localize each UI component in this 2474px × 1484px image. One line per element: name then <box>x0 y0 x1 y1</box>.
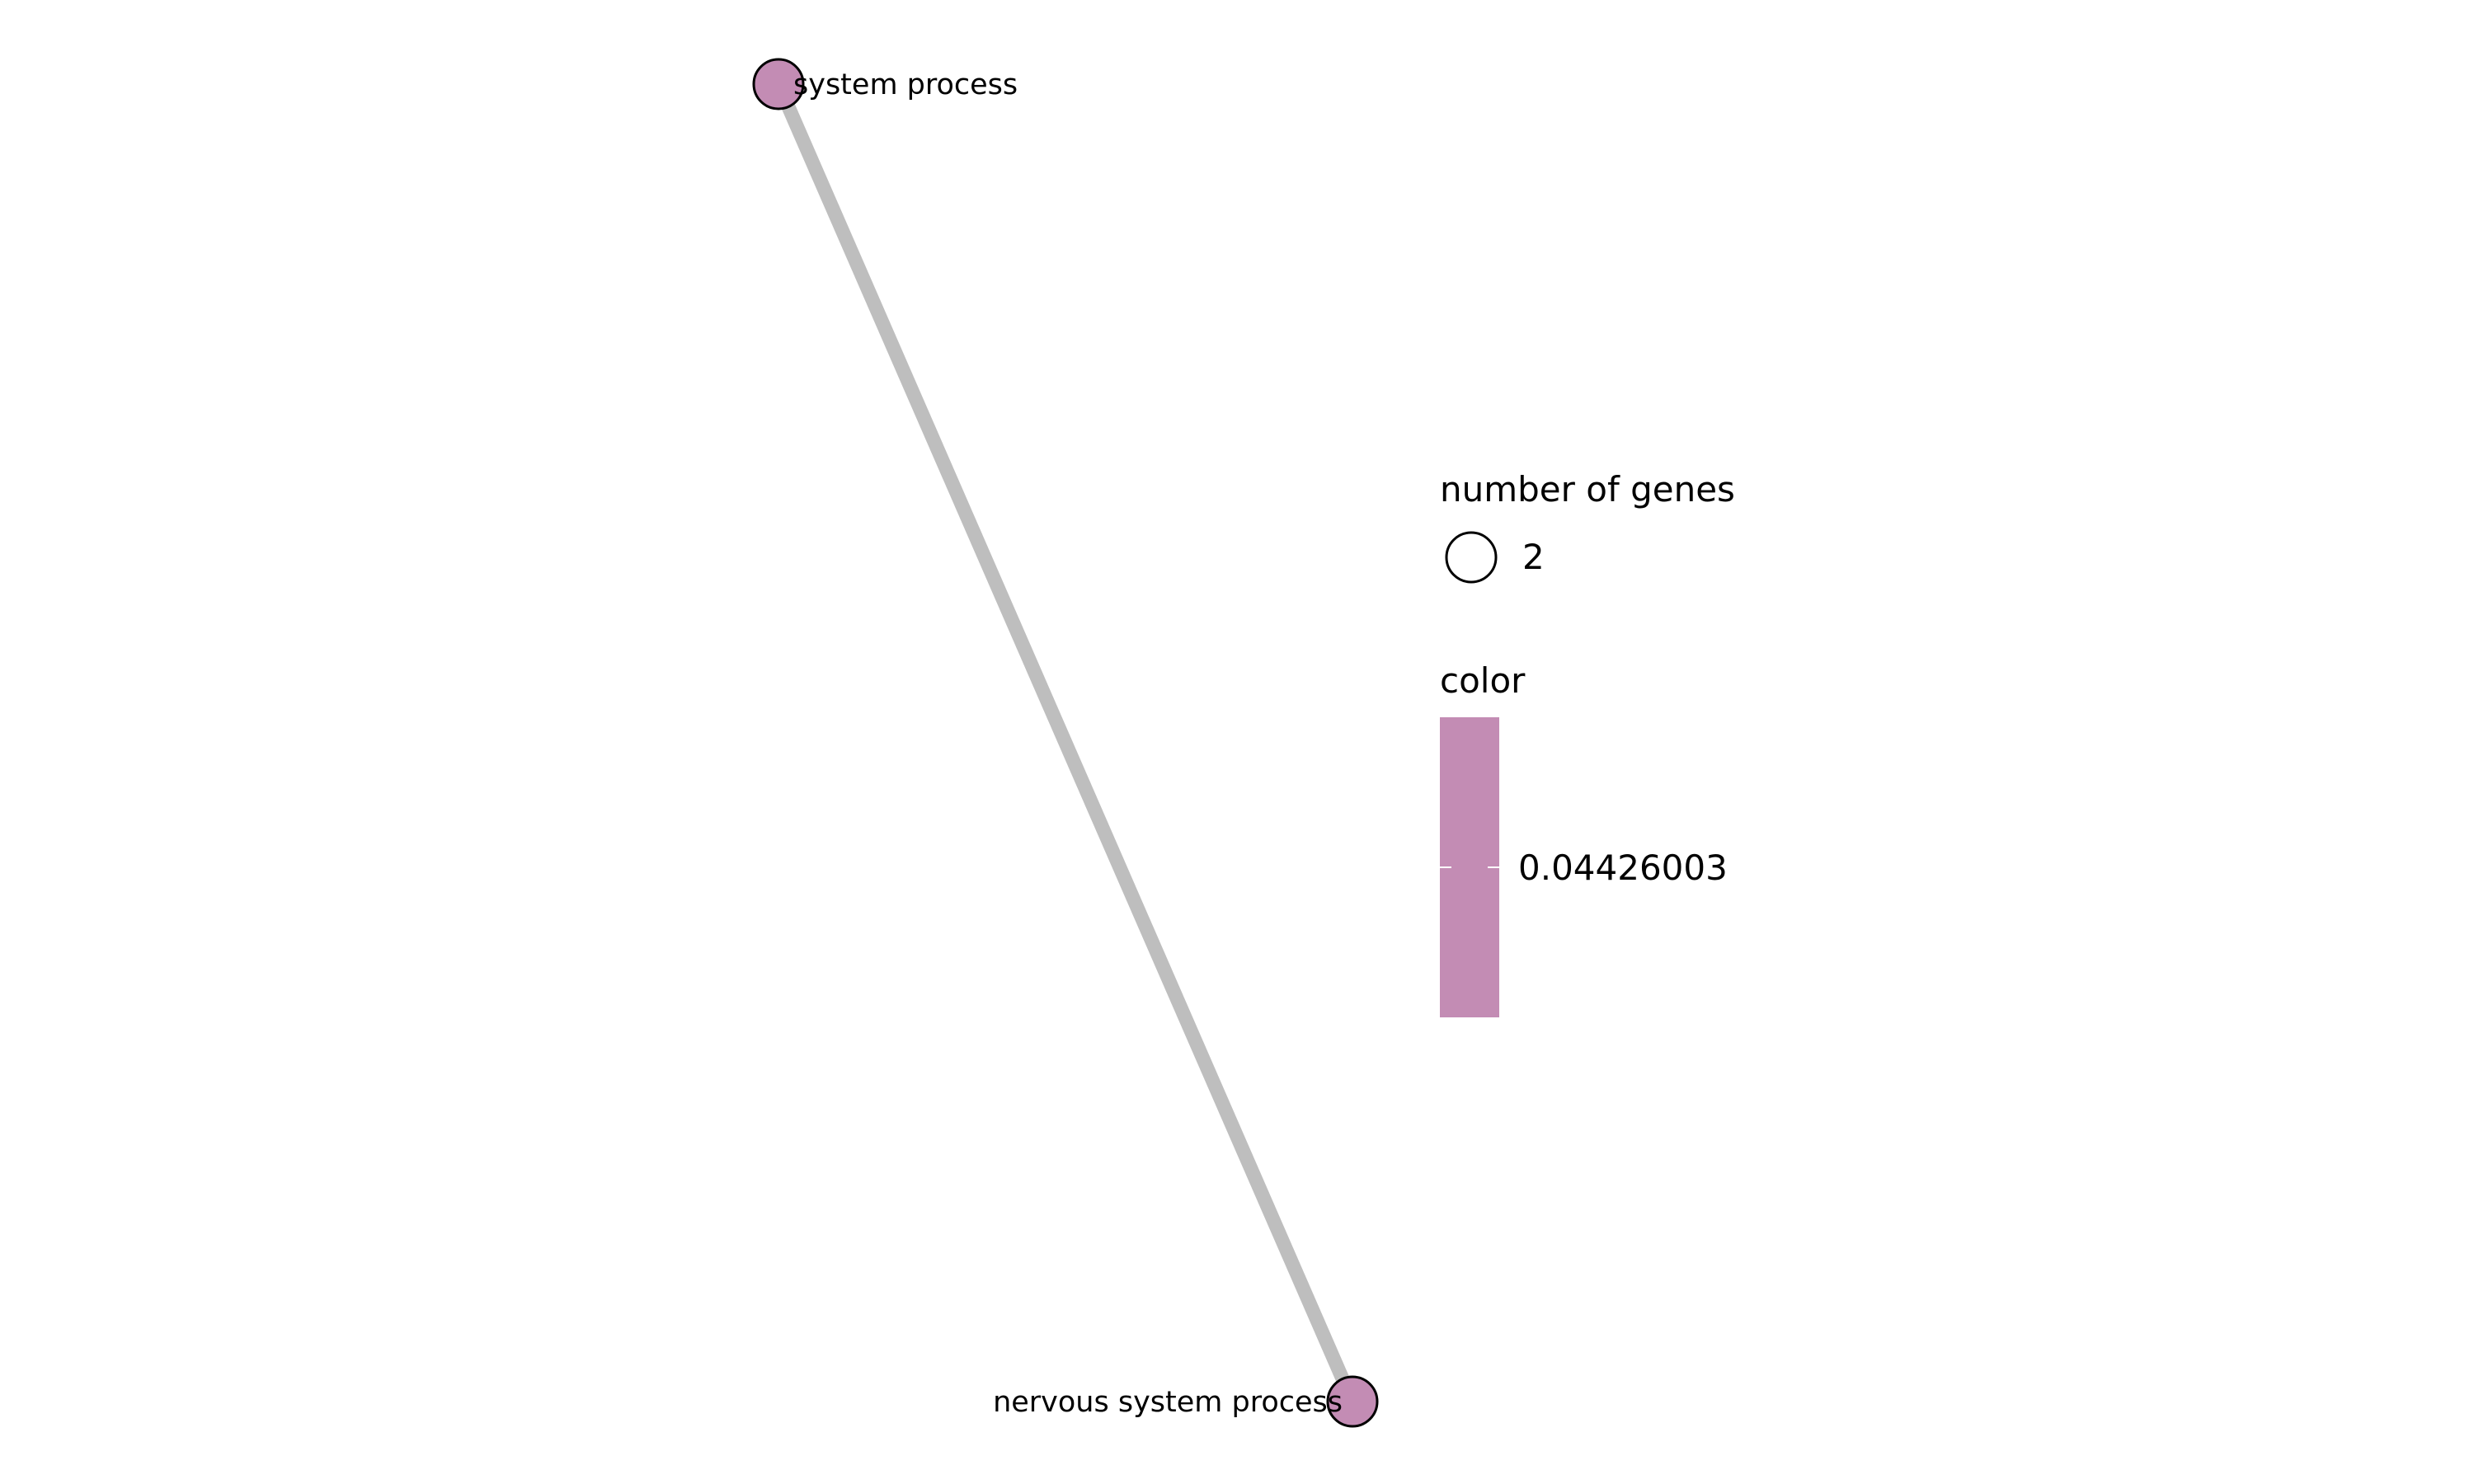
legend-color-value: 0.04426003 <box>1518 848 1728 888</box>
node-circle <box>1326 1375 1379 1428</box>
node-circle <box>752 58 805 110</box>
legend-size-key-circle <box>1445 531 1498 584</box>
legend-size-title: number of genes <box>1440 469 1735 510</box>
node-label-nervous-system-process: nervous system process <box>993 1386 1343 1419</box>
legend-size: number of genes 2 <box>1440 469 1735 584</box>
legend-color-title: color <box>1440 660 1526 701</box>
legend-color: color 0.04426003 <box>1440 660 1728 1017</box>
node-system-process[interactable]: system process <box>752 58 1018 110</box>
legend-size-value: 2 <box>1522 537 1545 577</box>
node-nervous-system-process[interactable]: nervous system process <box>993 1375 1379 1428</box>
edge-system-process-to-nervous-system-process <box>772 81 1359 1405</box>
node-label-system-process: system process <box>793 68 1018 101</box>
